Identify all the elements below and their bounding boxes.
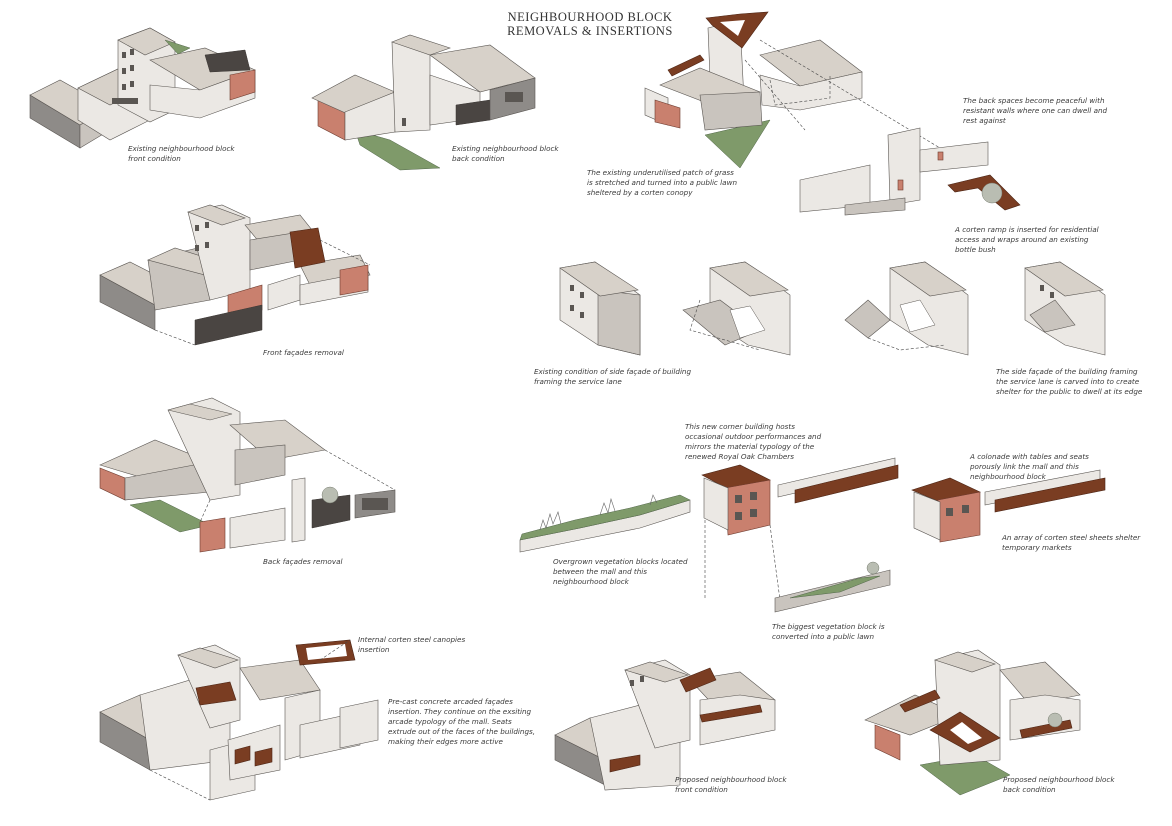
public-lawn-block-drawing [774, 561, 891, 613]
caption-corten-ramp: A corten ramp is inserted for residentia… [955, 225, 1099, 254]
caption-back-spaces: The back spaces become peaceful with res… [963, 96, 1108, 125]
proposed-back-drawing [864, 649, 1081, 796]
front-facades-removal-drawing [99, 204, 371, 346]
proposed-front-drawing [554, 659, 776, 791]
existing-front-condition-drawing [29, 27, 256, 149]
board-title-line-2: REMOVALS & INSERTIONS [507, 24, 673, 38]
caption-corten-sheets: An array of corten steel sheets shelter … [1002, 533, 1141, 552]
caption-proposed-back: Proposed neighbourhood block back condit… [1003, 775, 1115, 794]
colonade-drawing [911, 469, 1106, 543]
caption-canopies: Internal corten steel canopies insertion [358, 635, 466, 654]
caption-back-removal: Back façades removal [263, 557, 343, 566]
caption-proposed-front: Proposed neighbourhood block front condi… [675, 775, 787, 794]
caption-side-carved: The side façade of the building framing … [996, 367, 1143, 396]
corner-building-drawing [701, 457, 899, 601]
caption-overgrown: Overgrown vegetation blocks located betw… [553, 557, 688, 586]
caption-existing-front: Existing neighbourhood block front condi… [128, 144, 235, 163]
caption-grass-lawn: The existing underutilised patch of gras… [587, 168, 738, 197]
arcaded-facades-drawing [99, 639, 379, 801]
caption-side-existing: Existing condition of side façade of bui… [534, 367, 692, 386]
caption-corner-building: This new corner building hosts occasiona… [685, 422, 822, 461]
side-facade-sequence-drawing [559, 261, 1106, 356]
back-facades-removal-drawing [99, 397, 396, 553]
caption-precast: Pre-cast concrete arcaded façades insert… [388, 697, 536, 746]
caption-colonade: A colonade with tables and seats porousl… [970, 452, 1089, 481]
public-lawn-canopy-drawing [644, 11, 961, 169]
existing-back-condition-drawing [311, 34, 536, 171]
resistant-walls-drawing [799, 127, 1021, 216]
caption-biggest-block: The biggest vegetation block is converte… [772, 622, 885, 641]
board-title: NEIGHBOURHOOD BLOCK REMOVALS & INSERTION… [480, 10, 700, 38]
vegetation-blocks-drawing [519, 494, 691, 553]
caption-existing-back: Existing neighbourhood block back condit… [452, 144, 559, 163]
caption-front-removal: Front façades removal [263, 348, 344, 357]
board-title-line-1: NEIGHBOURHOOD BLOCK [507, 10, 673, 24]
